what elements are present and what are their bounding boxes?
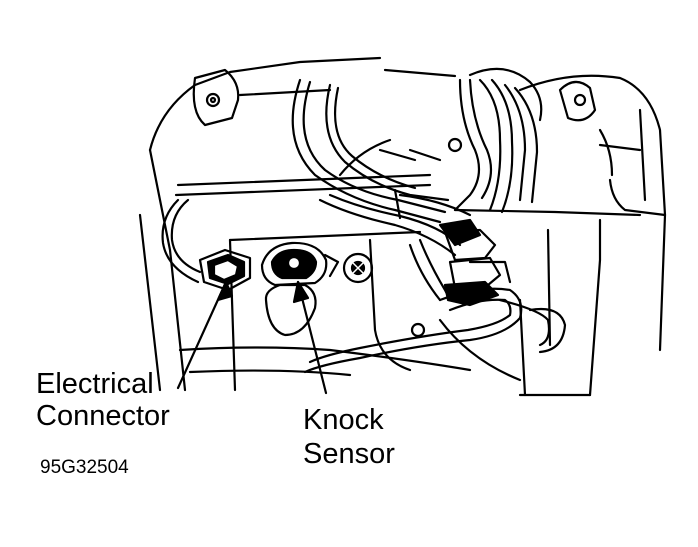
bolt [342,252,426,338]
knock-sensor-part [260,241,340,337]
lower-hose [303,287,567,374]
knock-sensor-label-line2: Sensor [303,438,395,470]
mounting-bracket [192,68,332,127]
electrical-connector-label-line1: Electrical [36,368,154,400]
engine-block [138,56,667,397]
fuel-lines [291,78,539,257]
electrical-connector-part [161,198,252,292]
knock-sensor-label-line1: Knock [303,404,384,436]
upper-housing [447,67,642,177]
line-junction [408,218,512,307]
leader-lines [176,280,328,395]
figure-code: 95G32504 [40,457,129,478]
electrical-connector-label-line2: Connector [36,400,170,432]
